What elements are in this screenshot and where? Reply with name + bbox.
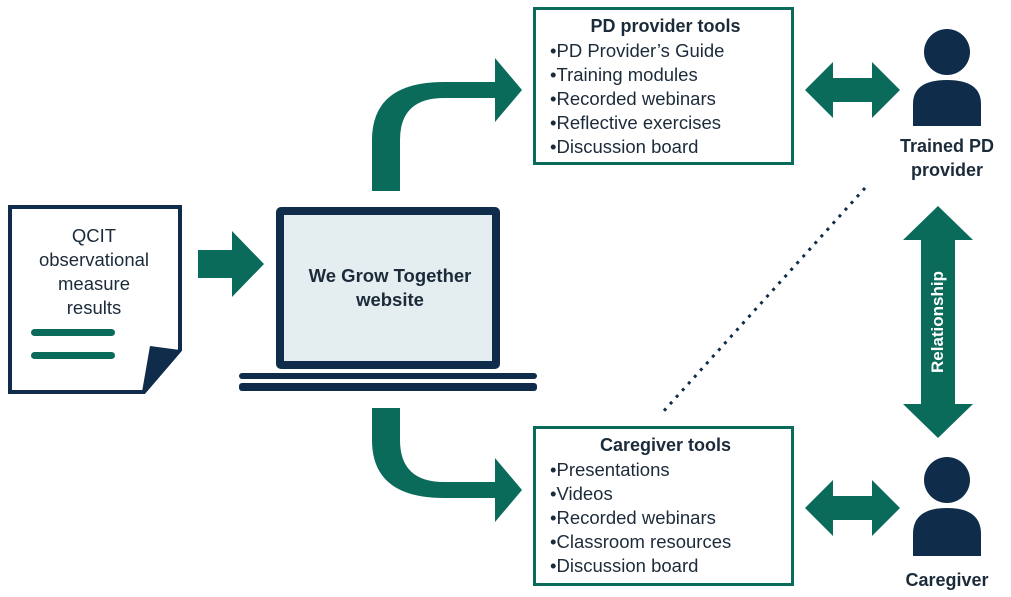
document-line: results xyxy=(66,297,122,318)
pd-provider-label: Trained PD provider xyxy=(880,134,1011,182)
caregiver-tools-title: Caregiver tools xyxy=(599,435,732,455)
pd-provider-label-line: provider xyxy=(910,160,984,180)
pd-provider-person-icon xyxy=(913,29,981,126)
relationship-arrow xyxy=(903,206,973,438)
pd-tools-title: PD provider tools xyxy=(590,16,741,36)
document-line: QCIT xyxy=(71,225,117,246)
caregiver-tools-item: Classroom resources xyxy=(550,530,781,554)
caregiver-tools-list: Presentations Videos Recorded webinars C… xyxy=(550,458,781,578)
pd-tools-list: PD Provider’s Guide Training modules Rec… xyxy=(550,39,781,159)
arrow-doc-to-website xyxy=(198,231,264,297)
pd-tools-item: Discussion board xyxy=(550,135,781,159)
caregiver-tools-box: Caregiver tools Presentations Videos Rec… xyxy=(533,426,794,586)
double-arrow-pd xyxy=(805,62,900,118)
dotted-connector xyxy=(660,186,867,415)
pd-tools-item: Recorded webinars xyxy=(550,87,781,111)
arrow-website-to-caregiver-tools xyxy=(372,408,522,522)
caregiver-tools-item: Recorded webinars xyxy=(550,506,781,530)
laptop-icon xyxy=(239,207,537,391)
document-icon xyxy=(8,205,182,394)
relationship-label: Relationship xyxy=(928,270,947,374)
caregiver-label: Caregiver xyxy=(905,570,989,590)
caregiver-tools-item: Discussion board xyxy=(550,554,781,578)
caregiver-tools-item: Presentations xyxy=(550,458,781,482)
caregiver-tools-item: Videos xyxy=(550,482,781,506)
website-label: We Grow Together website xyxy=(308,265,472,310)
pd-tools-item: Training modules xyxy=(550,63,781,87)
pd-tools-item: PD Provider’s Guide xyxy=(550,39,781,63)
document-line: measure xyxy=(58,273,130,294)
pd-provider-tools-box: PD provider tools PD Provider’s Guide Tr… xyxy=(533,7,794,165)
double-arrow-caregiver xyxy=(805,480,900,536)
arrow-website-to-pd-tools xyxy=(372,58,522,191)
caregiver-person-icon xyxy=(913,457,981,556)
document-line: observational xyxy=(38,249,150,270)
pd-tools-item: Reflective exercises xyxy=(550,111,781,135)
pd-provider-label-line: Trained PD xyxy=(899,136,995,156)
document-text: QCIT observational measure results xyxy=(14,224,174,320)
